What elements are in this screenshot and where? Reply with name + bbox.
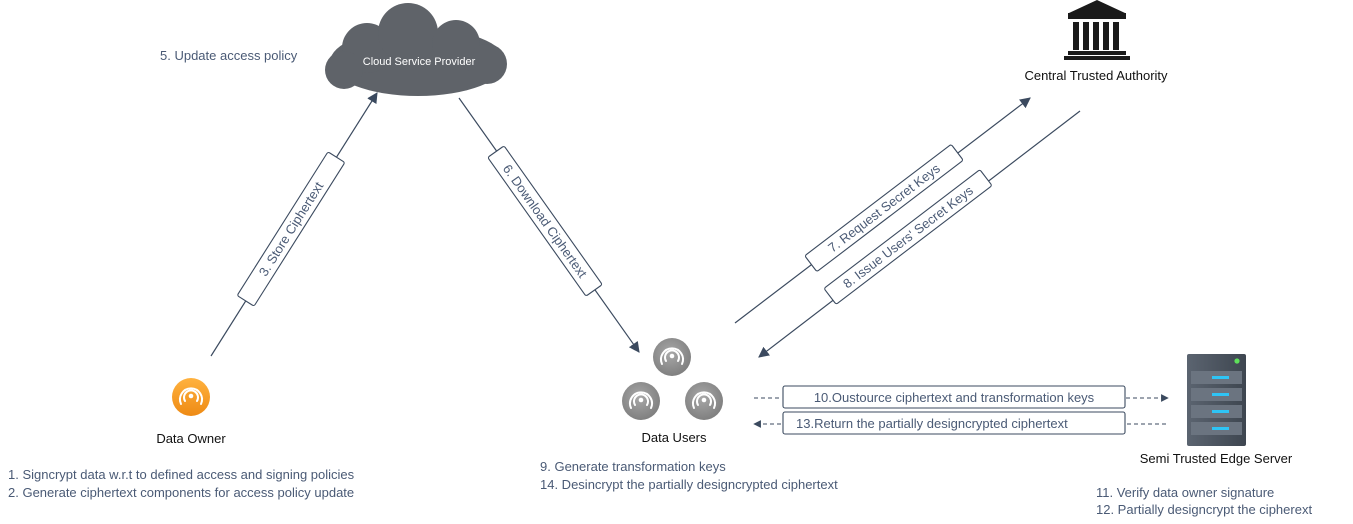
owner-note-1: 1. Signcrypt data w.r.t to defined acces… (8, 467, 355, 482)
institution-icon (1064, 0, 1130, 60)
data-owner-node: Data Owner (156, 378, 226, 446)
data-users-node: Data Users (622, 338, 723, 445)
central-authority-node: Central Trusted Authority (1024, 0, 1168, 83)
broadcast-icon (172, 378, 210, 416)
users-note-9: 9. Generate transformation keys (540, 459, 726, 474)
data-users-label: Data Users (641, 430, 707, 445)
step-3-label: 3. Store Ciphertext (256, 179, 327, 279)
flow-download-ciphertext: 6. Download Ciphertext (458, 97, 640, 353)
edge-server-label: Semi Trusted Edge Server (1140, 451, 1293, 466)
users-note-14: 14. Desincrypt the partially designcrypt… (540, 477, 838, 492)
step-7-label: 7. Request Secret Keys (825, 160, 943, 255)
cloud-icon (325, 3, 507, 96)
server-icon (1187, 354, 1246, 446)
cloud-service-provider-label: Cloud Service Provider (363, 56, 476, 68)
flow-return: 13.Return the partially designcrypted ci… (753, 411, 1166, 435)
flow-outsource: 10.Oustource ciphertext and transformati… (754, 385, 1169, 409)
flow-request-secret-keys: 7. Request Secret Keys (734, 97, 1031, 324)
cloud-service-provider-node: Cloud Service Provider (325, 3, 507, 96)
broadcast-icon (653, 338, 691, 376)
central-authority-label: Central Trusted Authority (1024, 68, 1168, 83)
step-6-label: 6. Download Ciphertext (500, 162, 591, 281)
owner-note-2: 2. Generate ciphertext components for ac… (8, 485, 354, 500)
data-owner-label: Data Owner (156, 431, 226, 446)
step-10-label: 10.Oustource ciphertext and transformati… (814, 390, 1095, 405)
flow-issue-secret-keys: 8. Issue Users' Secret Keys (758, 110, 1081, 358)
edge-note-11: 11. Verify data owner signature (1096, 485, 1274, 500)
edge-note-12: 12. Partially designcrypt the cipherext (1096, 502, 1312, 517)
flow-store-ciphertext: 3. Store Ciphertext (210, 92, 378, 357)
step-13-label: 13.Return the partially designcrypted ci… (796, 416, 1068, 431)
broadcast-icon (685, 382, 723, 420)
step-5-label: 5. Update access policy (160, 48, 298, 63)
edge-server-node: Semi Trusted Edge Server (1140, 354, 1293, 466)
broadcast-icon (622, 382, 660, 420)
